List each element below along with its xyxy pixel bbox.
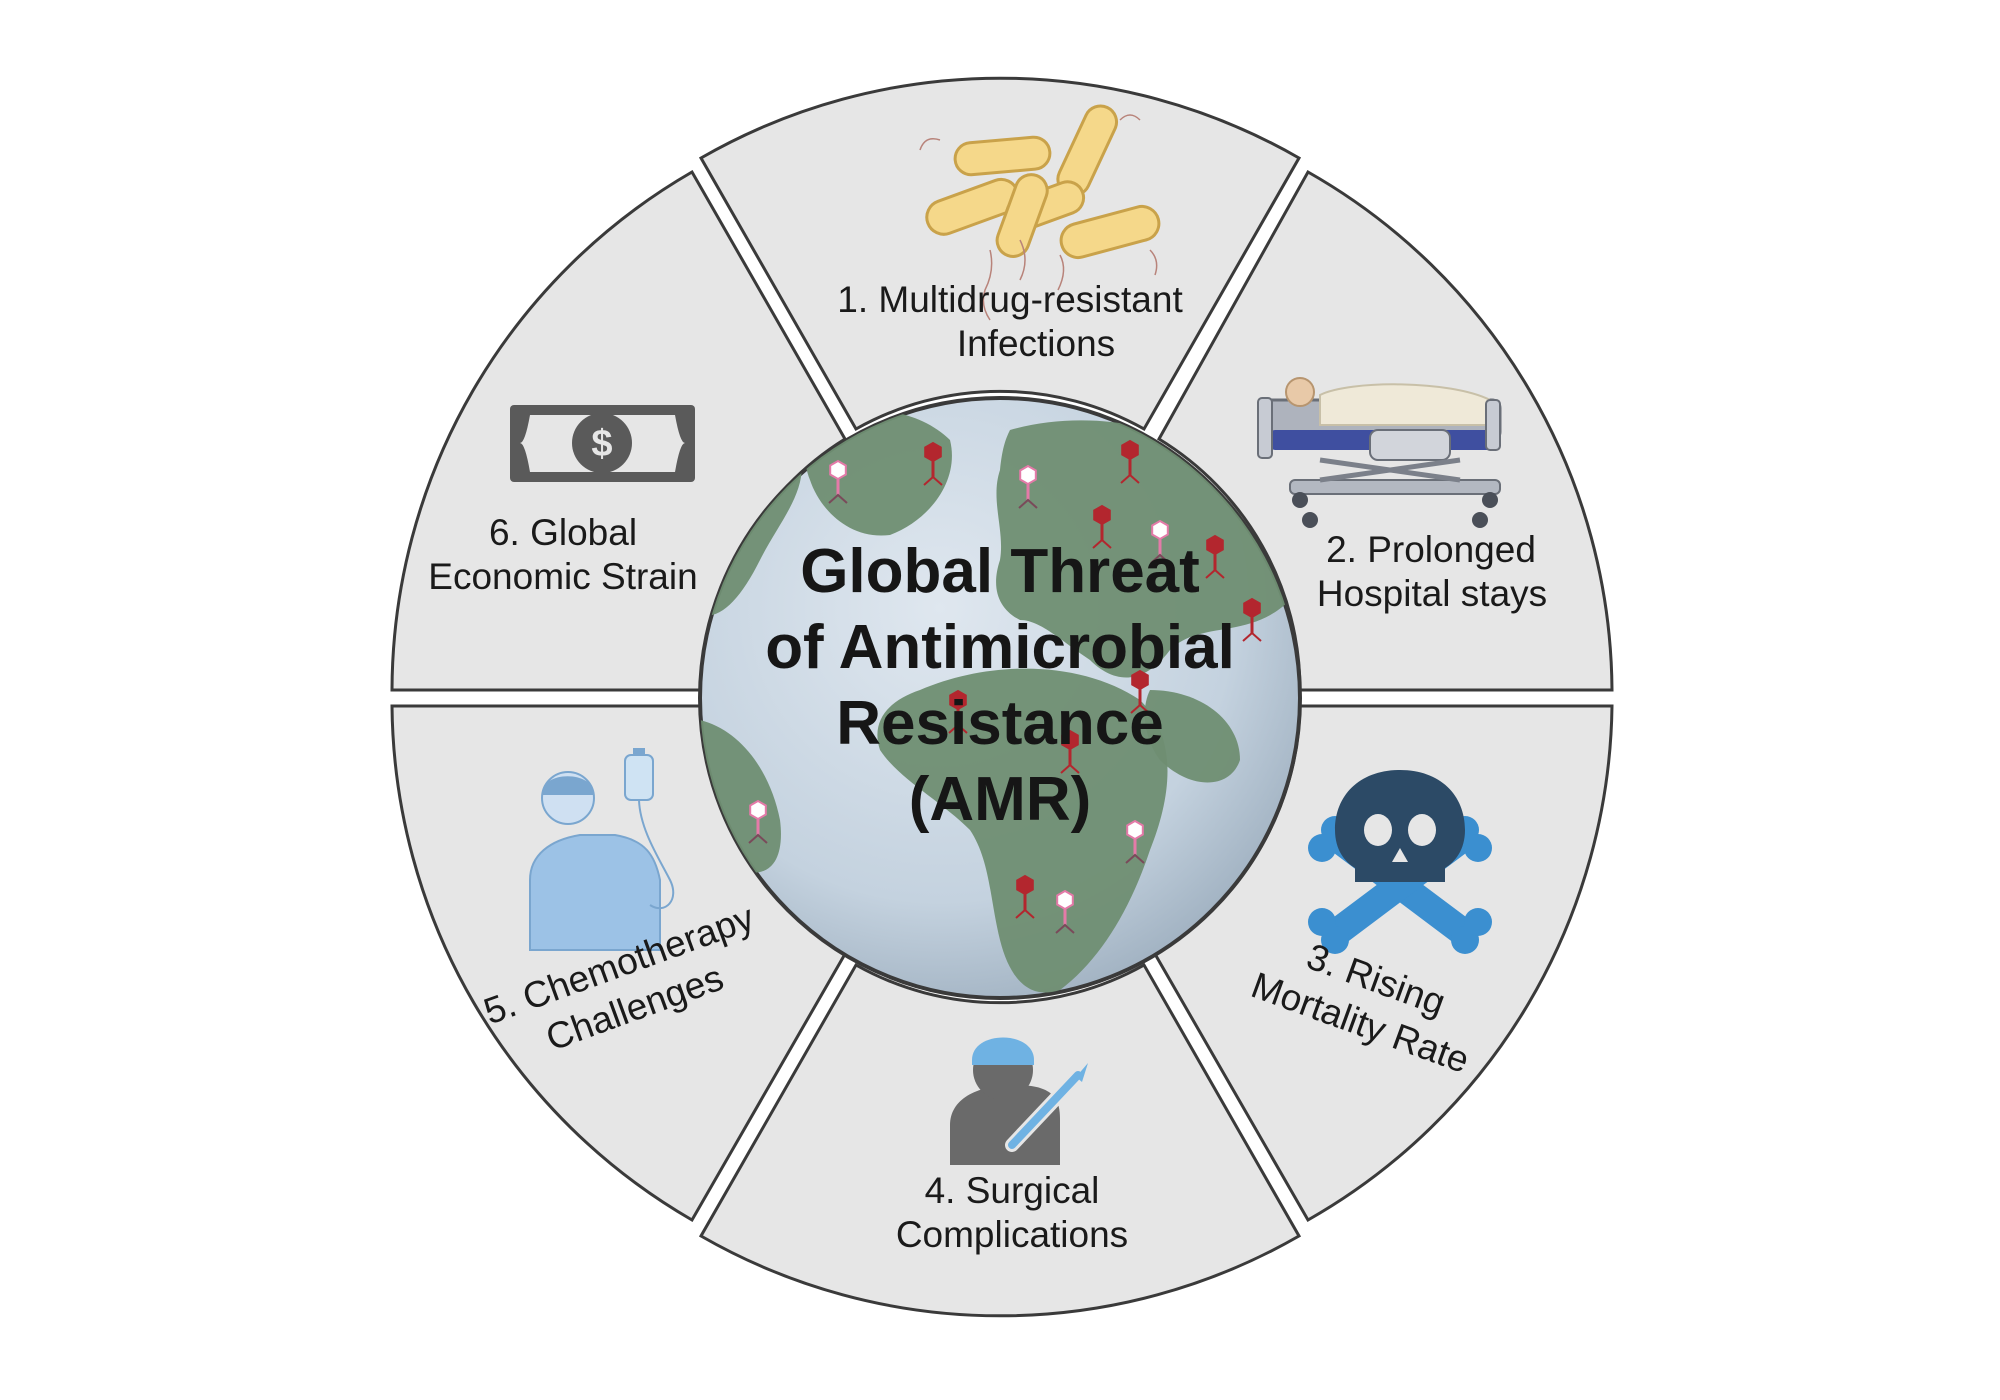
arabia-land (1144, 690, 1240, 783)
bacteriophage-icon (1150, 519, 1170, 564)
bacteriophage-icon (748, 799, 768, 844)
label-1-line-2: Infections (957, 323, 1115, 364)
hospital-bed-icon (1257, 377, 1502, 528)
dollar-bill-icon: $ (510, 405, 695, 482)
bacteriophage-icon (1055, 889, 1075, 934)
surgeon-icon (950, 1037, 1088, 1165)
bacteriophage-icon (1130, 669, 1150, 714)
bacteriophage-icon (1125, 819, 1145, 864)
label-6-line-2: Economic Strain (428, 556, 697, 597)
bacteriophage-icon (1060, 729, 1080, 774)
bacteriophage-icon (948, 689, 968, 734)
title-line-1: Global Threat (800, 537, 1200, 606)
bacteriophage-icon (1092, 504, 1112, 549)
label-4-line-1: 4. Surgical (925, 1170, 1100, 1211)
bacteriophage-markers (748, 439, 1262, 934)
segment-1-multidrug-resistant (698, 76, 1302, 432)
svg-text:$: $ (591, 423, 612, 465)
title-line-3: Resistance (836, 689, 1163, 758)
bacteriophage-icon (1015, 874, 1035, 919)
bacteriophage-icon (1018, 464, 1038, 509)
bacteriophage-icon (1120, 439, 1140, 484)
bacteriophage-icon (1205, 534, 1225, 579)
label-1-line-1: 1. Multidrug-resistant (837, 279, 1183, 320)
bacteria-icon (919, 104, 1161, 321)
africa-land (877, 668, 1168, 993)
center-title: Global Threat of Antimicrobial Resistanc… (765, 537, 1235, 834)
label-4-line-2: Complications (896, 1214, 1128, 1255)
title-line-4: (AMR) (909, 765, 1092, 834)
label-2-line-2: Hospital stays (1317, 573, 1547, 614)
title-line-2: of Antimicrobial (765, 613, 1235, 682)
label-6-line-1: 6. Global (489, 512, 637, 553)
bacteriophage-icon (828, 459, 848, 504)
chemotherapy-patient-icon (529, 748, 675, 951)
bacteriophage-icon (1242, 597, 1262, 642)
label-2-line-1: 2. Prolonged (1326, 529, 1536, 570)
skull-crossbones-icon (1308, 770, 1492, 954)
bacteriophage-icon (923, 441, 943, 486)
